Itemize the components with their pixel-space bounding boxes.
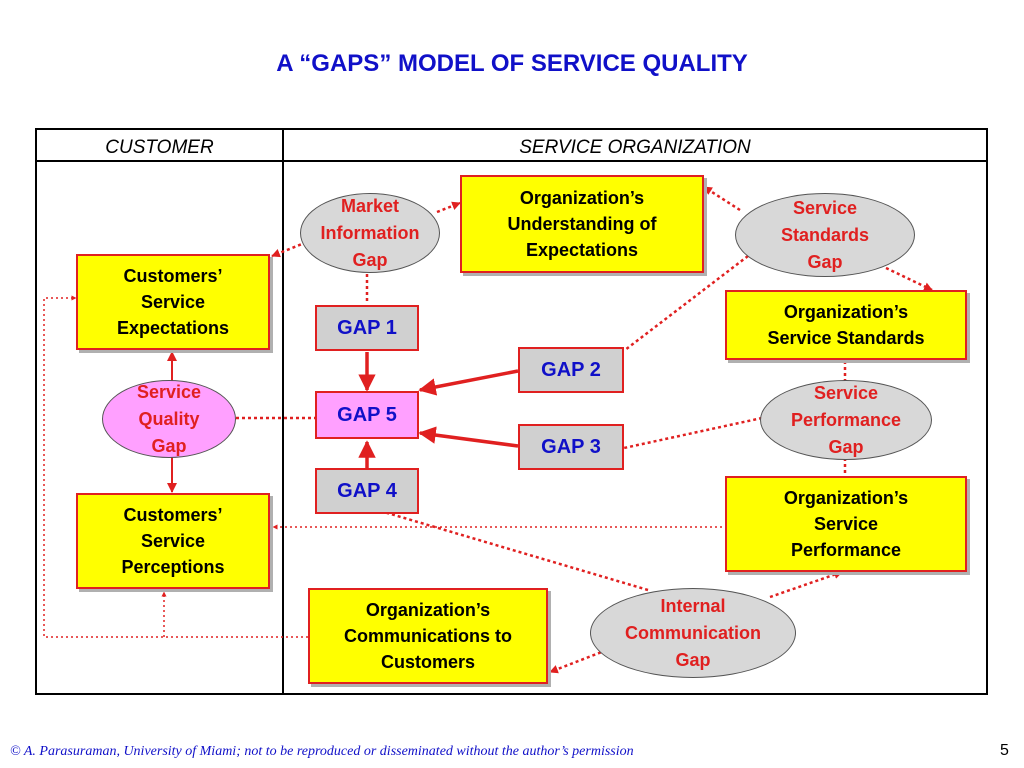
customer-perceptions-box: Customers’ Service Perceptions bbox=[76, 493, 270, 589]
service-performance-gap-oval: Service Performance Gap bbox=[760, 380, 932, 460]
connector-icg-to-communications bbox=[549, 646, 613, 674]
column-header-organization: SERVICE ORGANIZATION bbox=[519, 137, 751, 158]
internal-communication-gap-oval: Internal Communication Gap bbox=[590, 588, 796, 678]
connector-icg-to-performance bbox=[769, 570, 843, 599]
arrow-gap2-to-gap5 bbox=[418, 369, 519, 396]
gap5-label: GAP 5 bbox=[315, 391, 419, 439]
org-communications-box: Organization’s Communications to Custome… bbox=[308, 588, 548, 684]
connector-icg-to-gap4 bbox=[383, 510, 649, 592]
connector-spg-to-gap3 bbox=[623, 416, 763, 450]
diagram-frame bbox=[35, 128, 988, 695]
page-title: A “GAPS” MODEL OF SERVICE QUALITY bbox=[276, 50, 748, 77]
org-service-performance-box: Organization’s Service Performance bbox=[725, 476, 967, 572]
connector-ssg-to-understanding bbox=[703, 185, 741, 212]
service-quality-gap-oval: Service Quality Gap bbox=[102, 380, 236, 458]
service-standards-gap-oval: Service Standards Gap bbox=[735, 193, 915, 277]
market-information-gap-oval: Market Information Gap bbox=[300, 193, 440, 273]
column-header-customer: CUSTOMER bbox=[105, 137, 214, 158]
connector-mig-to-understanding bbox=[436, 201, 461, 214]
gap1-label: GAP 1 bbox=[315, 305, 419, 351]
org-understanding-box: Organization’s Understanding of Expectat… bbox=[460, 175, 704, 273]
gap4-label: GAP 4 bbox=[315, 468, 419, 514]
connector-ssg-to-standards bbox=[885, 266, 933, 292]
connector-ssg-to-gap2 bbox=[624, 255, 749, 351]
gap2-label: GAP 2 bbox=[518, 347, 624, 393]
customer-expectations-box: Customers’ Service Expectations bbox=[76, 254, 270, 350]
gap3-label: GAP 3 bbox=[518, 424, 624, 470]
connector-communications-to-expectations bbox=[43, 295, 308, 638]
page-number: 5 bbox=[1000, 742, 1009, 759]
arrow-gap3-to-gap5 bbox=[418, 426, 519, 448]
copyright-footer: © A. Parasuraman, University of Miami; n… bbox=[10, 744, 634, 759]
org-service-standards-box: Organization’s Service Standards bbox=[725, 290, 967, 360]
